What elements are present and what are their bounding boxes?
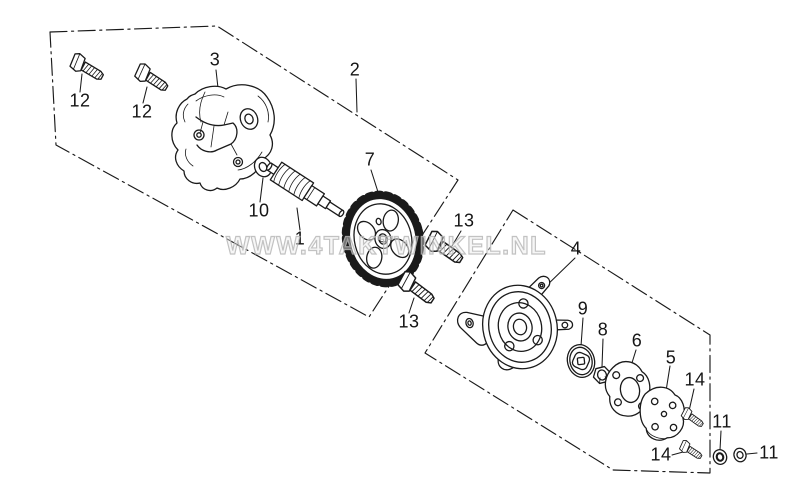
pump-shaft-drawing — [265, 161, 345, 218]
part-label-12-lower: 12 — [131, 101, 153, 122]
pump-gear-drawing — [341, 190, 425, 288]
part-label-11-right: 11 — [759, 442, 779, 463]
site-watermark: WWW.4TAKTWINKEL.NL — [225, 231, 547, 260]
part-label-14-lower: 14 — [650, 444, 672, 465]
part-label-10: 10 — [248, 200, 270, 221]
part-label-4: 4 — [570, 238, 582, 259]
part-label-11-upper: 11 — [712, 411, 732, 432]
part-label-13-lower: 13 — [398, 311, 420, 332]
washer-10-drawing — [253, 156, 273, 178]
part-label-1: 1 — [294, 228, 306, 249]
rotor-set-drawing — [566, 344, 596, 378]
part-label-9: 9 — [577, 298, 589, 319]
washer-11-right-drawing — [733, 447, 747, 463]
part-label-13-upper: 13 — [453, 210, 475, 231]
pump-cover-drawing — [171, 84, 275, 192]
assembly-boundary-left — [49, 25, 459, 318]
part-label-2: 2 — [349, 59, 361, 80]
part-label-3: 3 — [209, 49, 221, 70]
part-label-6: 6 — [631, 330, 643, 351]
bolt-12-lower-drawing — [131, 61, 172, 97]
part-label-7: 7 — [364, 149, 376, 170]
pump-body-drawing — [456, 275, 574, 371]
part-label-12-upper: 12 — [69, 90, 91, 111]
part-label-8: 8 — [597, 319, 609, 340]
part-label-5: 5 — [665, 347, 677, 368]
screw-14-lower-drawing — [677, 438, 705, 463]
gasket-drawing — [604, 361, 651, 417]
part-label-14-upper: 14 — [684, 369, 706, 390]
cover-plate-drawing — [639, 386, 685, 441]
bolt-12-upper-drawing — [66, 50, 108, 86]
washer-11-upper-drawing — [712, 449, 728, 465]
assembly-boundary-right — [424, 209, 711, 474]
